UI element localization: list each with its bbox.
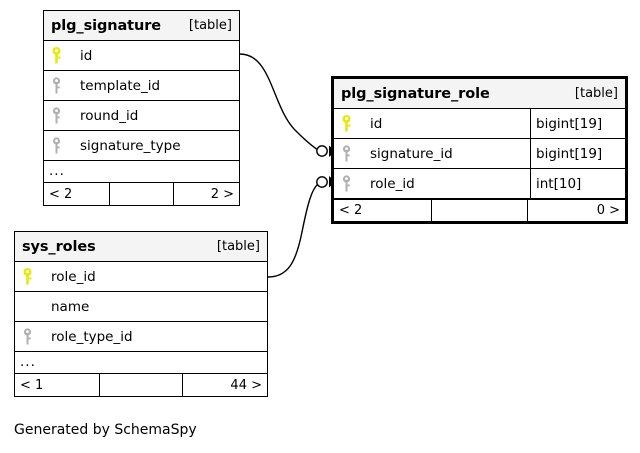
- table-title: plg_signature_role: [341, 85, 490, 102]
- more-columns-indicator: ...: [44, 161, 239, 183]
- column-row-id[interactable]: id bigint[19]: [334, 109, 625, 139]
- footer-middle-cell: [431, 200, 528, 221]
- relationship-sys-roles-to-plg-signature-role: [267, 176, 336, 278]
- column-name-cell: role_type_id: [15, 322, 267, 351]
- foreign-key-icon: [341, 145, 362, 162]
- column-label: id: [370, 115, 383, 132]
- column-row-role-id[interactable]: role_id int[10]: [334, 169, 625, 199]
- footer-parents-count[interactable]: < 2: [49, 186, 73, 202]
- more-columns-indicator: ...: [15, 352, 267, 374]
- column-name-cell: signature_type: [44, 131, 239, 160]
- relationship-plg-signature-to-plg-signature-role: [239, 53, 336, 157]
- column-row-id[interactable]: id: [44, 41, 239, 71]
- table-plg-signature-role[interactable]: plg_signature_role [table] id bigint[19]: [331, 76, 628, 224]
- column-type: int[10]: [530, 169, 625, 198]
- table-footer-sys-roles: < 1 44 >: [15, 374, 267, 396]
- footer-parents-count[interactable]: < 1: [20, 377, 44, 393]
- column-label: id: [80, 47, 93, 64]
- table-title: plg_signature: [51, 17, 162, 34]
- column-row-name[interactable]: name: [15, 292, 267, 322]
- foreign-key-icon: [51, 107, 72, 124]
- footer-middle-cell: [109, 183, 174, 205]
- footer-children-count[interactable]: 44 >: [230, 377, 262, 393]
- table-title: sys_roles: [22, 238, 96, 255]
- primary-key-icon: [341, 115, 362, 132]
- foreign-key-icon: [51, 77, 72, 94]
- column-name-cell: id: [44, 41, 239, 70]
- column-type: bigint[19]: [530, 109, 625, 138]
- column-label: role_id: [370, 175, 415, 192]
- column-label: role_type_id: [51, 328, 133, 345]
- column-row-round-id[interactable]: round_id: [44, 101, 239, 131]
- table-footer-plg-signature: < 2 2 >: [44, 183, 239, 205]
- table-plg-signature[interactable]: plg_signature [table] id: [43, 10, 240, 206]
- table-footer-plg-signature-role: < 2 0 >: [334, 199, 625, 221]
- footer-middle-cell: [99, 374, 183, 396]
- footer-parents-count[interactable]: < 2: [339, 203, 363, 218]
- table-sys-roles[interactable]: sys_roles [table] role_id name: [14, 231, 268, 397]
- table-header-plg-signature-role: plg_signature_role [table]: [334, 79, 625, 109]
- table-header-plg-signature: plg_signature [table]: [44, 11, 239, 41]
- footer-children-count[interactable]: 0 >: [596, 203, 620, 218]
- column-row-signature-type[interactable]: signature_type: [44, 131, 239, 161]
- primary-key-icon: [51, 47, 72, 64]
- foreign-key-icon: [22, 328, 43, 345]
- column-name-cell: name: [15, 292, 267, 321]
- column-row-role-type-id[interactable]: role_type_id: [15, 322, 267, 352]
- column-name-cell: id: [334, 109, 530, 138]
- column-label: signature_type: [80, 137, 181, 154]
- table-type-tag: [table]: [574, 86, 618, 101]
- table-type-tag: [table]: [216, 239, 260, 254]
- column-label: name: [51, 298, 90, 315]
- foreign-key-icon: [51, 137, 72, 154]
- foreign-key-icon: [341, 175, 362, 192]
- column-type: bigint[19]: [530, 139, 625, 168]
- column-name-cell: role_id: [334, 169, 530, 198]
- column-label: round_id: [80, 107, 139, 124]
- primary-key-icon: [22, 268, 43, 285]
- column-row-signature-id[interactable]: signature_id bigint[19]: [334, 139, 625, 169]
- column-name-cell: round_id: [44, 101, 239, 130]
- diagram-caption: Generated by SchemaSpy: [14, 422, 197, 438]
- table-type-tag: [table]: [188, 18, 232, 33]
- column-label: template_id: [80, 77, 161, 94]
- table-header-sys-roles: sys_roles [table]: [15, 232, 267, 262]
- column-label: role_id: [51, 268, 96, 285]
- column-row-role-id[interactable]: role_id: [15, 262, 267, 292]
- column-row-template-id[interactable]: template_id: [44, 71, 239, 101]
- column-name-cell: signature_id: [334, 139, 530, 168]
- column-name-cell: role_id: [15, 262, 267, 291]
- column-label: signature_id: [370, 145, 453, 162]
- footer-children-count[interactable]: 2 >: [210, 186, 234, 202]
- column-name-cell: template_id: [44, 71, 239, 100]
